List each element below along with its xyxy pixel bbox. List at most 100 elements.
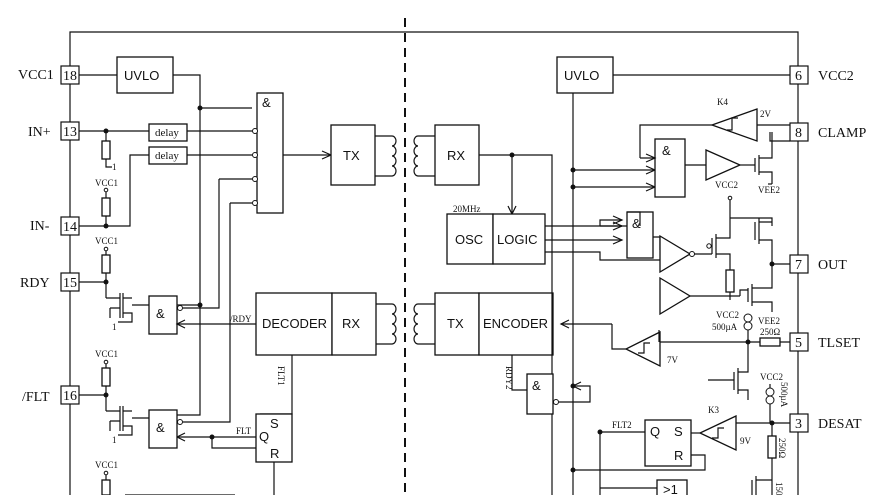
nmos-rdy: 1 [106,293,133,332]
pin-vcc1: VCC1 18 [18,65,80,85]
svg-text:1: 1 [112,435,117,445]
pin-tlset-number: 5 [795,336,802,351]
pin-in-plus: IN+ 13 [28,121,80,141]
pin-tlset-label: TLSET [818,336,860,351]
pin-rdy-number: 15 [63,276,77,291]
pin-flt-label: /FLT [22,390,50,405]
svg-text:Q: Q [650,424,660,439]
pin-out-number: 7 [795,258,802,273]
svg-text:VCC1: VCC1 [95,236,118,246]
and-gate-input: & [252,92,284,214]
svg-text:&: & [156,306,165,321]
svg-text:9V: 9V [740,436,752,446]
comparator-desat: K3 9V [698,405,752,452]
svg-text:>1: >1 [663,482,678,495]
osc-block: OSC [446,213,494,265]
nmos-out: VEE2 [739,264,780,326]
tx-primary: TX [330,124,376,186]
pin-desat-number: 3 [795,417,802,432]
pin-vcc2: 6 VCC2 [789,65,854,85]
svg-text:OSC: OSC [455,232,483,247]
svg-text:VEE2: VEE2 [758,185,780,195]
svg-text:VCC1: VCC1 [95,349,118,359]
sr-latch-primary: S Q R [255,413,293,463]
decoder-block: DECODER [255,292,333,356]
buffer-out-low [659,276,692,316]
current-source-tlset [743,313,753,331]
pin-in-minus-label: IN- [30,219,50,234]
pin-vcc2-label: VCC2 [818,69,854,84]
svg-text:VCC1: VCC1 [95,178,118,188]
svg-text:ENCODER: ENCODER [483,316,548,331]
pin-rdy: RDY 15 [20,272,80,292]
and-gate-rdy2: & [526,373,559,415]
encoder-block: ENCODER [478,292,554,356]
rdy2-signal-label: RDY2 [504,366,514,390]
buffer-clamp [705,149,742,181]
svg-text:VCC2: VCC2 [715,180,738,190]
svg-text:S: S [674,424,683,439]
flt1-signal-label: FLT1 [276,366,286,386]
logic-block: LOGIC [492,213,546,265]
svg-text:&: & [156,420,165,435]
svg-text:Q: Q [259,429,269,444]
pin-in-plus-label: IN+ [28,125,51,140]
nmos-clamp: VEE2 [754,132,780,195]
svg-text:7V: 7V [667,355,679,365]
uvlo-primary: UVLO [116,56,174,94]
rx-secondary: RX [434,124,480,186]
flt-signal-label: FLT [236,426,252,436]
pin-clamp: 8 CLAMP [789,122,866,142]
transformer-top [375,135,435,177]
svg-text:&: & [532,378,541,393]
svg-text:2V: 2V [760,109,772,119]
delay-block-2: delay [148,146,188,165]
svg-text:R: R [674,448,683,463]
svg-text:&: & [262,95,271,110]
osc-frequency-label: 20MHz [453,204,481,214]
pin-desat-label: DESAT [818,417,862,432]
svg-text:TX: TX [343,148,360,163]
pin-vcc1-label: VCC1 [18,68,54,83]
pin-in-minus-number: 14 [63,220,77,235]
svg-text:S: S [270,416,279,431]
svg-text:250Ω: 250Ω [760,327,781,337]
pin-flt-number: 16 [63,389,77,404]
svg-text:1: 1 [112,322,117,332]
rdy-n-signal-label: /RDY [230,314,252,324]
svg-text:&: & [632,216,641,231]
svg-text:R: R [270,446,279,461]
svg-text:K4: K4 [717,97,728,107]
svg-text:UVLO: UVLO [124,68,159,83]
pin-vcc1-number: 18 [63,69,77,84]
sr-latch-secondary: Q S R [644,419,692,467]
rx-primary: RX [331,292,377,356]
and-gate-rdy: & [148,295,183,335]
pin-vcc2-number: 6 [795,69,802,84]
nmos-desat [751,476,772,495]
svg-text:delay: delay [155,127,179,139]
svg-text:delay: delay [155,150,179,162]
res-ground-label: 1 [112,162,117,172]
and-gate-flt: & [148,409,183,449]
comparator-tlset: 7V [624,330,679,368]
pin-flt: /FLT 16 [22,385,80,405]
and-gate-clamp: & [654,138,686,198]
or-gate: >1 [656,479,688,495]
tx-secondary: TX [434,292,480,356]
pmos-out [706,232,731,262]
svg-text:RX: RX [342,316,360,331]
svg-text:VCC1: VCC1 [95,460,118,470]
pin-clamp-number: 8 [795,126,802,141]
svg-text:LOGIC: LOGIC [497,232,537,247]
pin-clamp-label: CLAMP [818,126,866,141]
pin-tlset: 5 TLSET [789,332,860,352]
flt2-signal-label: FLT2 [612,420,632,430]
uvlo-secondary: UVLO [556,56,614,94]
svg-text:VEE2: VEE2 [758,316,780,326]
svg-text:500µA: 500µA [779,382,789,408]
svg-text:UVLO: UVLO [564,68,599,83]
pmos-out-2 [754,218,773,264]
svg-text:VCC2: VCC2 [716,310,739,320]
